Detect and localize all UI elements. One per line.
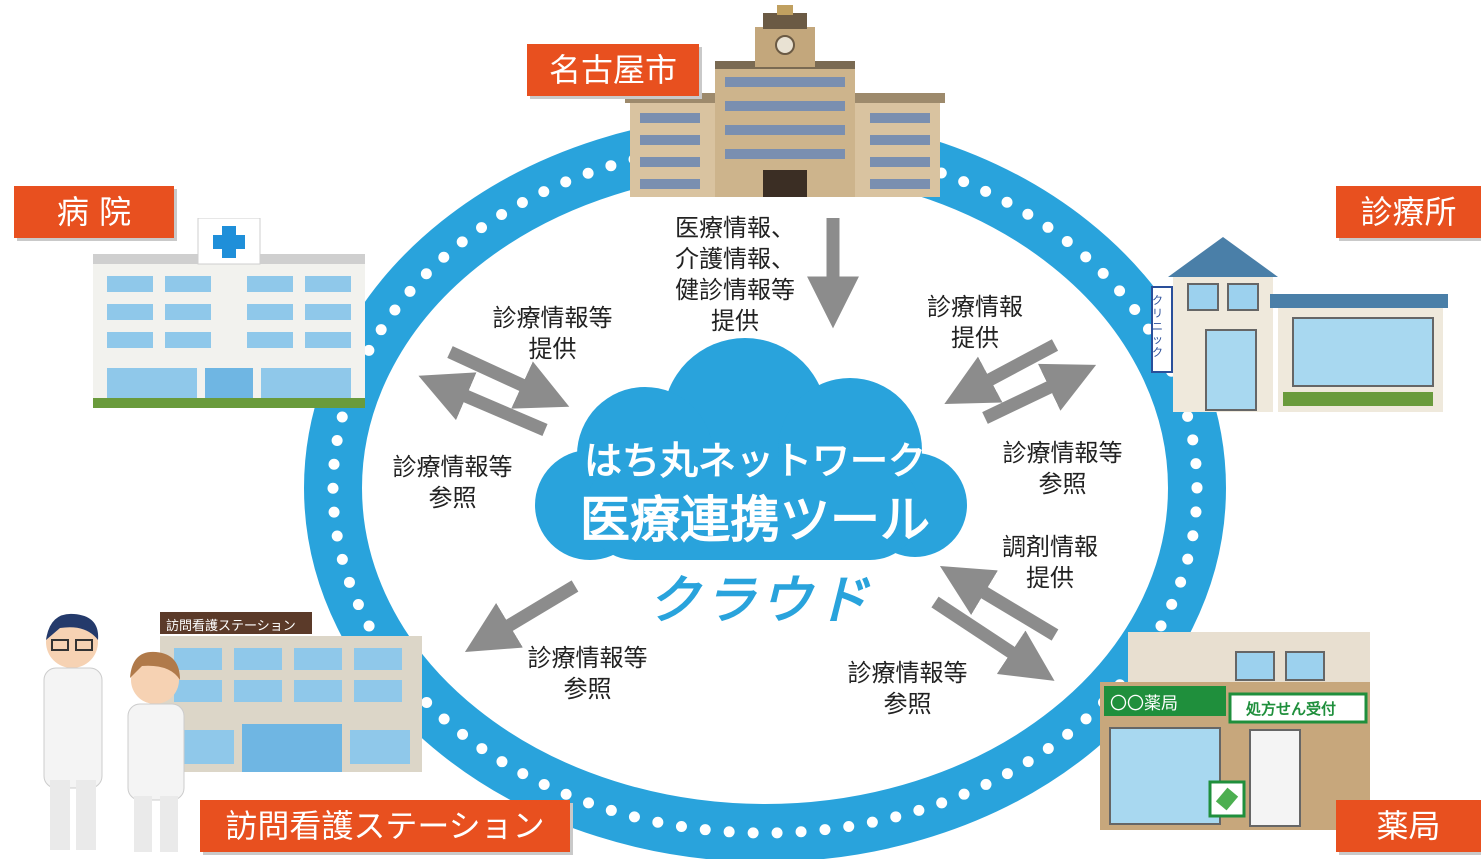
flow-city-provide: 医療情報、介護情報、 健診情報等提供 [675, 214, 795, 335]
pharmacy-illustration [1100, 632, 1370, 830]
cloud-title-line2: 医療連携ツール [580, 491, 930, 549]
flow-pharmacy-provide: 調剤情報提供 [1002, 533, 1098, 592]
city-hall-illustration [625, 5, 945, 197]
prescription-sign: 処方せん受付 [1246, 700, 1337, 718]
arrow-cloud-to-clinic [982, 363, 1097, 424]
flow-clinic-refer: 診療情報等参照 [1002, 439, 1123, 498]
staff-illustration [43, 613, 185, 852]
nursing-station-sign: 訪問看護ステーション [166, 619, 296, 634]
flow-hospital-provide: 診療情報等提供 [492, 304, 613, 363]
flow-clinic-provide: 診療情報提供 [927, 293, 1023, 352]
arrow-clinic-to-cloud [944, 339, 1059, 405]
label-hospital: 病 院 [14, 186, 174, 238]
hospital-illustration [93, 218, 365, 408]
cloud-shape [535, 338, 967, 560]
cloud-label: クラウド [647, 571, 872, 631]
arrow-cloud-to-nursing [464, 580, 579, 653]
flow-pharmacy-refer: 診療情報等参照 [847, 659, 968, 718]
label-pharmacy: 薬局 [1336, 800, 1481, 852]
arrow-cloud-to-hospital [418, 372, 548, 436]
pharmacy-sign: 〇〇薬局 [1110, 694, 1178, 714]
clinic-illustration [1151, 237, 1448, 412]
flow-hospital-refer: 診療情報等参照 [392, 453, 513, 512]
clinic-sign: クリニック [1152, 294, 1163, 359]
flow-nursing-refer: 診療情報等参照 [527, 644, 648, 703]
cloud-title-line1: はち丸ネットワーク [583, 439, 926, 483]
arrow-cloud-to-pharmacy [931, 596, 1055, 681]
label-clinic: 診療所 [1336, 186, 1481, 238]
nursing-station-illustration [160, 612, 422, 772]
label-nursing-station: 訪問看護ステーション [200, 800, 570, 852]
label-nagoya-city: 名古屋市 [527, 44, 699, 96]
arrow-hospital-to-cloud [447, 346, 570, 409]
arrow-pharmacy-to-cloud [939, 565, 1059, 641]
